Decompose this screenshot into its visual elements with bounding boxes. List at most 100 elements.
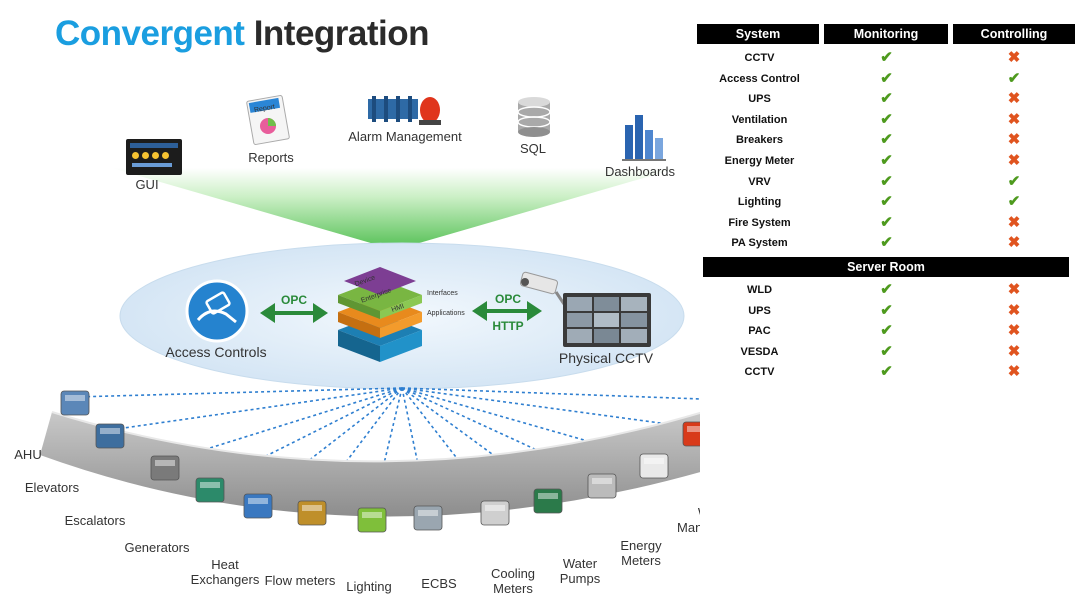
table-row: PAC ✔ ✖ — [697, 321, 1075, 342]
cross-icon: ✖ — [1007, 152, 1021, 169]
device-label: Escalators — [65, 513, 126, 528]
table-row: PA System ✔ ✖ — [697, 233, 1075, 254]
cross-icon: ✖ — [1007, 322, 1021, 340]
cctv-camera-icon — [519, 271, 566, 305]
device-icon — [682, 421, 700, 447]
check-icon: ✔ — [880, 110, 893, 128]
system-name: UPS — [748, 93, 771, 106]
cross-icon: ✖ — [1007, 301, 1021, 319]
system-name: PAC — [748, 325, 771, 338]
cctv-monitor-icon — [563, 293, 651, 347]
system-name: Access Control — [719, 72, 800, 85]
device-arc-edge — [51, 411, 700, 463]
check-icon: ✔ — [880, 90, 893, 108]
check-icon: ✔ — [880, 131, 893, 149]
applications-label: Applications — [427, 310, 465, 317]
cross-icon: ✖ — [1007, 213, 1021, 231]
access-controls-icon — [185, 279, 249, 343]
cross-icon: ✖ — [1007, 90, 1021, 108]
system-name: Breakers — [735, 134, 784, 147]
reports-icon: Report — [246, 95, 290, 145]
table-row: Access Control ✔ ✔ — [697, 69, 1075, 90]
system-name: CCTV — [744, 366, 775, 379]
table-row: Breakers ✔ ✖ — [697, 130, 1075, 151]
report-icon-text: Report — [254, 104, 276, 115]
system-name: WLD — [746, 284, 773, 296]
check-icon: ✔ — [880, 49, 893, 66]
system-name: VRV — [748, 175, 771, 188]
system-name: VESDA — [740, 345, 779, 358]
device-label: Generators — [124, 540, 190, 555]
check-icon: ✔ — [880, 193, 893, 211]
device-icons — [60, 390, 700, 533]
cross-icon: ✖ — [1007, 234, 1021, 252]
dashboards-label: Dashboards — [605, 164, 676, 179]
check-icon: ✔ — [880, 342, 893, 360]
opc-right-arrow — [472, 301, 542, 321]
device-icon — [150, 455, 180, 481]
device-icon — [195, 477, 225, 503]
sql-label: SQL — [520, 141, 546, 156]
title-accent-word: Convergent — [55, 14, 245, 53]
table-row: Ventilation✔✖ — [697, 110, 1075, 131]
table-row: CCTV✔✖ — [697, 362, 1075, 383]
table-row: UPS✔✖ — [697, 301, 1075, 322]
device-label: WaterManagement — [677, 505, 700, 535]
device-label: Elevators — [25, 480, 80, 495]
connector-line — [401, 387, 603, 481]
connector-line — [74, 387, 403, 398]
system-name: Fire System — [728, 216, 791, 229]
reports-label: Reports — [248, 150, 294, 165]
device-icon — [60, 390, 90, 416]
table-row: WLD ✔ ✖ — [697, 280, 1075, 301]
table-row: Energy Meter ✔ ✖ — [697, 151, 1075, 172]
cross-icon: ✖ — [1007, 131, 1021, 149]
device-label: Lighting — [346, 579, 392, 594]
check-icon: ✔ — [880, 213, 893, 231]
connector-line — [401, 387, 496, 508]
table-row: VRV✔✔ — [697, 172, 1075, 193]
check-icon: ✔ — [880, 234, 893, 252]
interfaces-label: Interfaces — [427, 290, 458, 297]
check-icon: ✔ — [880, 281, 893, 298]
connector-line — [109, 387, 403, 431]
check-icon: ✔ — [1007, 69, 1021, 87]
device-label: ECBS — [421, 576, 457, 591]
layer-stack — [338, 267, 422, 362]
opc-right-label: OPC — [495, 292, 521, 306]
table-row: VESDA ✔ ✖ — [697, 342, 1075, 363]
cross-icon: ✖ — [1007, 342, 1021, 360]
check-icon: ✔ — [880, 152, 893, 169]
system-name: CCTV — [744, 52, 775, 64]
device-icon — [95, 423, 125, 449]
table-row: Lighting✔✔ — [697, 192, 1075, 213]
device-icon — [357, 507, 387, 533]
device-icon — [639, 453, 669, 479]
check-icon: ✔ — [880, 363, 893, 381]
system-name: Ventilation — [731, 113, 788, 126]
opc-left-arrow — [260, 303, 328, 323]
system-name: Energy Meter — [724, 155, 795, 167]
cross-icon: ✖ — [1007, 281, 1021, 298]
device-label: Flow meters — [265, 573, 336, 588]
device-icon — [413, 505, 443, 531]
table-row: UPS ✔ ✖ — [697, 89, 1075, 110]
check-icon: ✔ — [880, 322, 893, 340]
http-right-label: HTTP — [492, 319, 523, 333]
dashboards-icon — [622, 115, 666, 161]
header-controlling: Controlling — [953, 24, 1075, 44]
integration-diagram: GUI Report Reports Alarm Management SQL … — [14, 95, 700, 596]
opc-left-label: OPC — [281, 293, 307, 307]
check-icon: ✔ — [880, 69, 893, 87]
check-icon: ✔ — [1007, 193, 1021, 211]
title-main-word: Integration — [253, 14, 430, 53]
system-name: PA System — [731, 237, 788, 250]
device-icon — [297, 500, 327, 526]
table-row: CCTV✔✖ — [697, 48, 1075, 69]
check-icon: ✔ — [1007, 172, 1021, 190]
check-icon: ✔ — [880, 301, 893, 319]
